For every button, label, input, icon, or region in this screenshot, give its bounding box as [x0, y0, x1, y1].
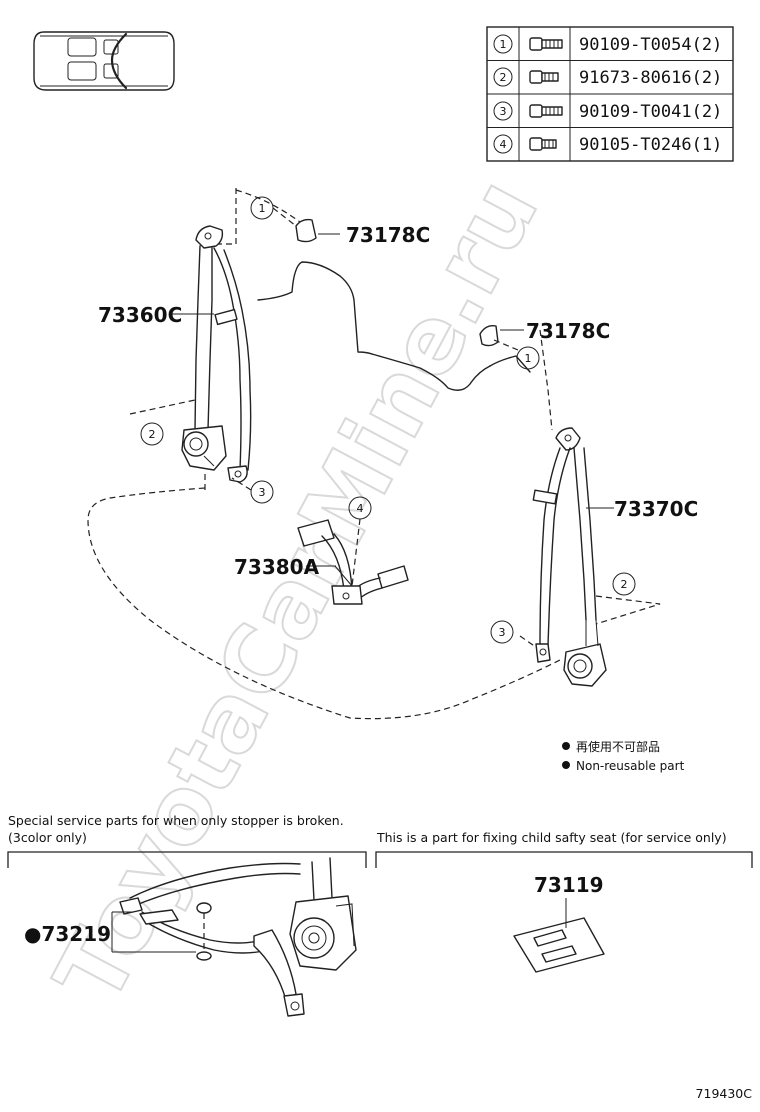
- bolt-icon-3: [529, 104, 563, 118]
- stopper-detail: [111, 857, 357, 1017]
- table-ref-1: 1: [500, 38, 507, 51]
- table-ref-3: 3: [500, 105, 507, 118]
- callout-right-bottom: 3: [499, 626, 506, 639]
- label-belt-right: 73370C: [614, 497, 698, 521]
- label-anchor-cover-right: 73178C: [526, 319, 610, 343]
- table-ref-4: 4: [500, 138, 507, 151]
- retractor-right: [563, 619, 607, 687]
- bolt-icon-1: [529, 37, 563, 51]
- parts-table: 1 2 3 4 90109-T0054(2) 91673-80616(2) 90…: [486, 26, 734, 162]
- note-stopper-line-2: (3color only): [8, 830, 87, 845]
- retractor-detail: [289, 857, 357, 971]
- drawing-number: 719430C: [696, 1086, 753, 1101]
- anchor-cover-left: [295, 218, 340, 243]
- seat-back-outline: [257, 261, 531, 391]
- legend-line-1: 再使用不可部品: [576, 739, 660, 754]
- label-center-buckle: 73380A: [234, 555, 320, 579]
- label-belt-left: 73360C: [98, 303, 182, 327]
- label-child-seat-part: 73119: [534, 873, 604, 897]
- callout-right-top: 1: [525, 352, 532, 365]
- table-part-2: 91673-80616(2): [579, 68, 722, 88]
- legend-line-2: Non-reusable part: [576, 759, 685, 773]
- center-buckle: [297, 519, 409, 605]
- section-brackets: [7, 851, 753, 868]
- callout-right-mid: 2: [621, 578, 628, 591]
- label-anchor-cover-left: 73178C: [346, 223, 430, 247]
- callout-buckle: 4: [357, 502, 364, 515]
- bolt-icon-4: [529, 137, 557, 151]
- note-stopper-line-1: Special service parts for when only stop…: [8, 813, 344, 828]
- retractor-left: [181, 425, 227, 471]
- child-seat-part: [513, 898, 605, 973]
- table-part-3: 90109-T0041(2): [579, 102, 722, 122]
- seat-belt-right: [532, 427, 607, 687]
- callout-left-bottom: 3: [259, 486, 266, 499]
- bolt-icon-2: [529, 70, 559, 84]
- seat-belt-left: [181, 225, 252, 483]
- anchor-cover-right: [479, 324, 524, 347]
- table-ref-2: 2: [500, 71, 507, 84]
- callout-left-mid: 2: [149, 428, 156, 441]
- vehicle-location-icon: [33, 31, 175, 91]
- label-stopper: ●73219: [24, 922, 111, 946]
- callout-left-top: 1: [259, 202, 266, 215]
- leader-lines: [170, 313, 614, 567]
- table-part-1: 90109-T0054(2): [579, 35, 722, 55]
- callouts: 1 2 3 4 1 2 3: [140, 196, 636, 644]
- legend: 再使用不可部品 Non-reusable part: [562, 739, 685, 773]
- table-part-4: 90105-T0246(1): [579, 135, 722, 155]
- watermark: ToyotaCarMine.ru: [35, 162, 559, 1020]
- note-child-seat: This is a part for fixing child safty se…: [376, 830, 727, 845]
